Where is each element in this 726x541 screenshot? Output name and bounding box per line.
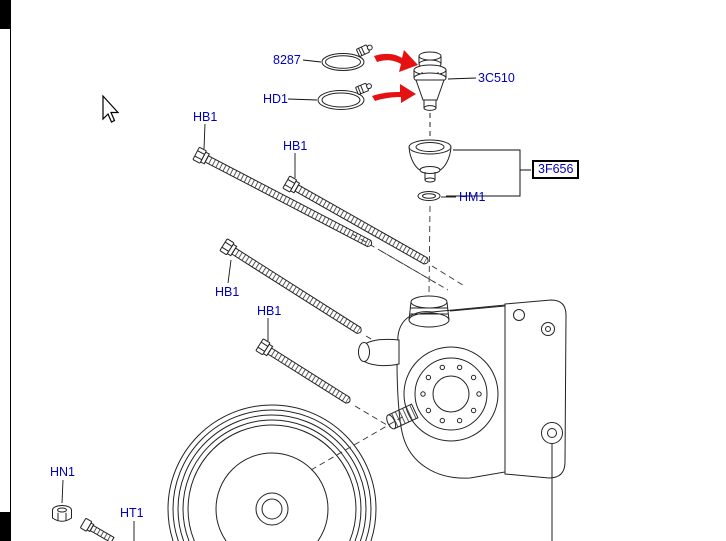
nut-hn1-drawing: [52, 505, 72, 522]
red-arrow-top-icon: [374, 50, 418, 72]
part-label-hd1[interactable]: HD1: [263, 92, 289, 106]
part-label-3f656[interactable]: 3F656: [532, 160, 580, 179]
connector-3c510-drawing: [413, 51, 447, 140]
oring-hm1-drawing: [417, 191, 441, 201]
clamp-8287-drawing: [321, 44, 373, 71]
mouse-cursor-icon: [102, 94, 120, 123]
part-label-hm1[interactable]: HM1: [459, 190, 486, 204]
bolt-hb1-d-drawing: [255, 338, 351, 404]
pump-drawing: [358, 295, 567, 541]
part-label-3c510[interactable]: 3C510: [478, 71, 515, 85]
label-leader-lines: [61, 59, 477, 541]
part-label-8287[interactable]: 8287: [273, 53, 301, 67]
part-label-hb1-b[interactable]: HB1: [283, 139, 308, 153]
screw-ht1-drawing: [80, 518, 115, 541]
window-edge-line: [10, 0, 11, 541]
bolt-hb1-b-drawing: [282, 175, 429, 265]
window-edge-top-block: [0, 0, 10, 29]
part-label-hb1-a[interactable]: HB1: [193, 110, 218, 124]
part-label-hn1[interactable]: HN1: [50, 465, 76, 479]
fitting-3f656-drawing: [408, 139, 452, 183]
bolt-hb1-c-drawing: [219, 238, 362, 335]
pulley-shaft-dashed-line: [310, 415, 405, 471]
bolt-hb1-a-drawing: [192, 147, 373, 248]
part-label-hb1-c[interactable]: HB1: [215, 285, 240, 299]
pulley-drawing: [167, 404, 377, 541]
part-label-ht1[interactable]: HT1: [120, 506, 144, 520]
part-label-hb1-d[interactable]: HB1: [257, 304, 282, 318]
red-arrow-bottom-icon: [372, 84, 416, 103]
clamp-hd1-drawing: [317, 82, 372, 110]
window-edge-bottom-block: [0, 512, 10, 541]
bracket-3f656: [446, 149, 531, 197]
